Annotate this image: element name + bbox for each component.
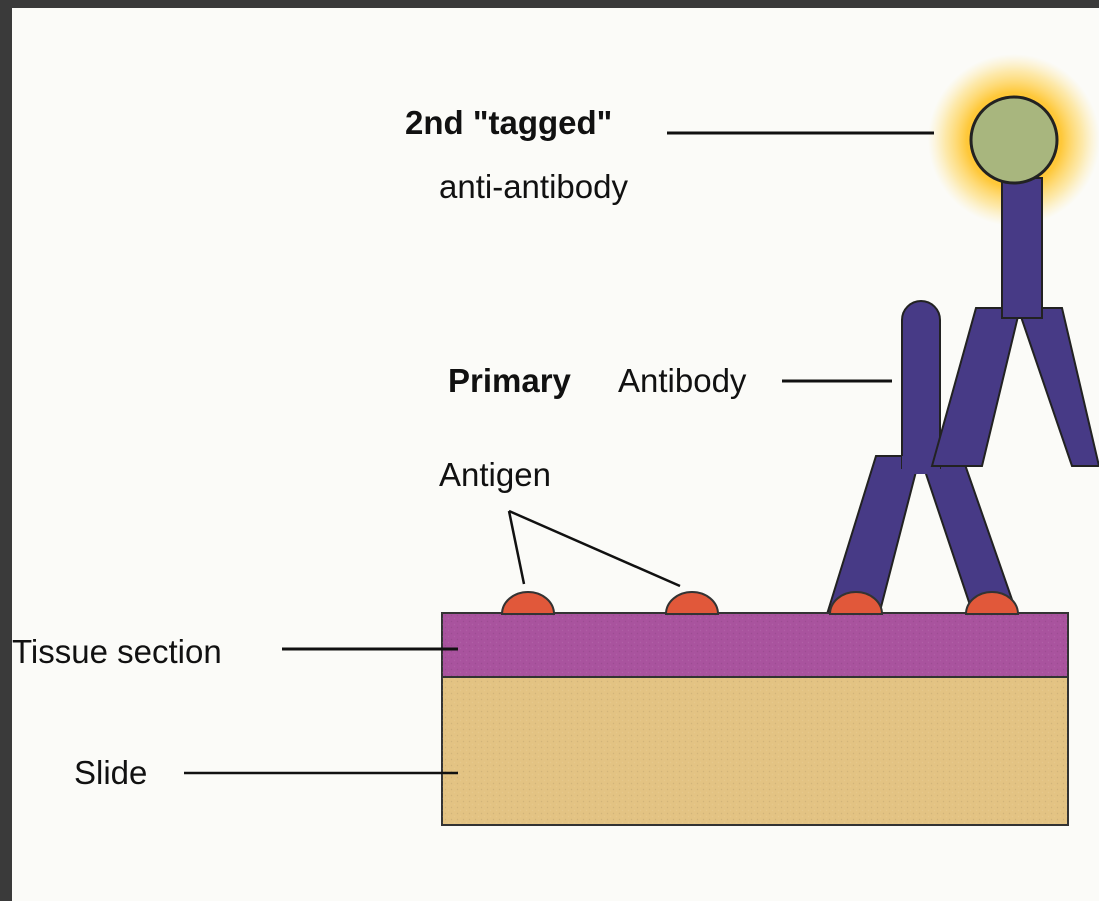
antigen-2 <box>666 592 718 614</box>
antigen-1 <box>502 592 554 614</box>
primary-bold-label: Primary <box>448 362 572 399</box>
secondary-antibody <box>932 178 1099 466</box>
antigen-label: Antigen <box>439 456 551 493</box>
antigen-leader-line-1 <box>509 511 524 584</box>
antigen-leader-line-2 <box>509 511 680 586</box>
diagram-canvas: 2nd "tagged" anti-antibody Primary Antib… <box>12 8 1099 901</box>
tissue-section-label: Tissue section <box>12 633 222 670</box>
fluorescent-tag <box>971 97 1057 183</box>
tagged-title-label: 2nd "tagged" <box>405 104 612 141</box>
tagged-subtitle-label: anti-antibody <box>439 168 628 205</box>
primary-antibody-label: Antibody <box>618 362 747 399</box>
immunofluorescence-diagram: 2nd "tagged" anti-antibody Primary Antib… <box>12 8 1099 901</box>
slide-label: Slide <box>74 754 147 791</box>
